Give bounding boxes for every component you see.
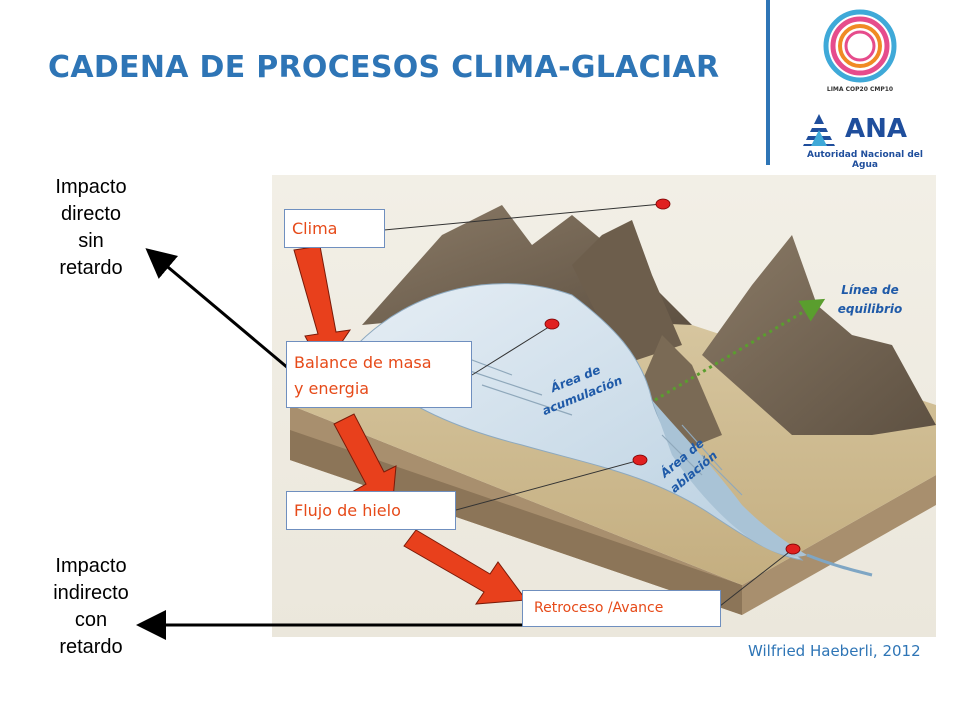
impact-direct-line: retardo xyxy=(59,257,123,279)
flujo-connector-line xyxy=(455,459,641,511)
impact-direct-line: directo xyxy=(60,203,122,225)
equilibrium-line-arrow xyxy=(654,298,826,402)
retroceso-box-label: Retroceso /Avance xyxy=(534,600,664,616)
impact-indirect-line: con xyxy=(74,609,108,631)
retroceso-box: Retroceso /Avance xyxy=(522,590,721,627)
glacier-block-diagram xyxy=(272,175,936,637)
ablation-area-label: Área de ablación xyxy=(656,435,720,495)
balance-marker xyxy=(544,318,560,330)
flujo-to-retroceso-arrow xyxy=(403,529,527,605)
flujo-box-label: Flujo de hielo xyxy=(294,501,401,520)
clima-box: Clima xyxy=(284,209,385,248)
clima-box-label: Clima xyxy=(292,219,338,238)
balance-connector-line xyxy=(471,324,553,376)
impact-indirect-line: indirecto xyxy=(53,582,129,604)
header-divider xyxy=(766,0,770,165)
flujo-box: Flujo de hielo xyxy=(286,491,456,530)
ana-logo-icon xyxy=(795,114,843,146)
impact-direct-line: Impacto xyxy=(55,176,127,198)
impact-direct-label: Impacto directo sin retardo xyxy=(36,174,146,282)
balance-box: Balance de masa y energia xyxy=(286,341,472,408)
balance-box-line1: Balance de masa xyxy=(294,353,432,372)
cop20-logo: LIMA COP20 CMP10 xyxy=(815,8,905,108)
block-front-face xyxy=(290,430,742,615)
direct-impact-arrow xyxy=(145,248,289,370)
impact-indirect-label: Impacto indirecto con retardo xyxy=(36,553,146,661)
page-title: CADENA DE PROCESOS CLIMA-GLACIAR xyxy=(48,50,720,85)
balance-to-flujo-arrow xyxy=(333,413,397,511)
accumulation-area-label: Área de acumulación xyxy=(540,362,624,418)
cop20-logo-text: LIMA COP20 CMP10 xyxy=(826,86,894,93)
right-mountain xyxy=(702,235,936,435)
clima-marker xyxy=(655,198,671,210)
equilibrium-label-line1: Línea de xyxy=(841,283,898,297)
flujo-marker xyxy=(632,454,648,466)
crevasse-lines xyxy=(431,344,743,496)
ana-logo-subtitle: Autoridad Nacional del Agua xyxy=(806,150,923,170)
ana-logo-text: ANA xyxy=(845,114,908,144)
central-peak xyxy=(572,220,682,365)
ana-logo: ANA Autoridad Nacional del Agua xyxy=(795,110,935,170)
impact-indirect-line: retardo xyxy=(59,636,123,658)
clima-connector-line xyxy=(383,203,663,231)
retroceso-marker xyxy=(785,543,801,555)
meltwater-stream xyxy=(806,553,873,577)
source-credit: Wilfried Haeberli, 2012 xyxy=(748,642,921,660)
cop20-logo-icon xyxy=(823,9,897,83)
balance-box-line2: y energia xyxy=(294,379,370,398)
impact-indirect-line: Impacto xyxy=(55,555,127,577)
retroceso-connector-line xyxy=(719,548,794,607)
impact-direct-line: sin xyxy=(78,230,104,252)
equilibrium-label-line2: equilibrio xyxy=(838,302,902,316)
